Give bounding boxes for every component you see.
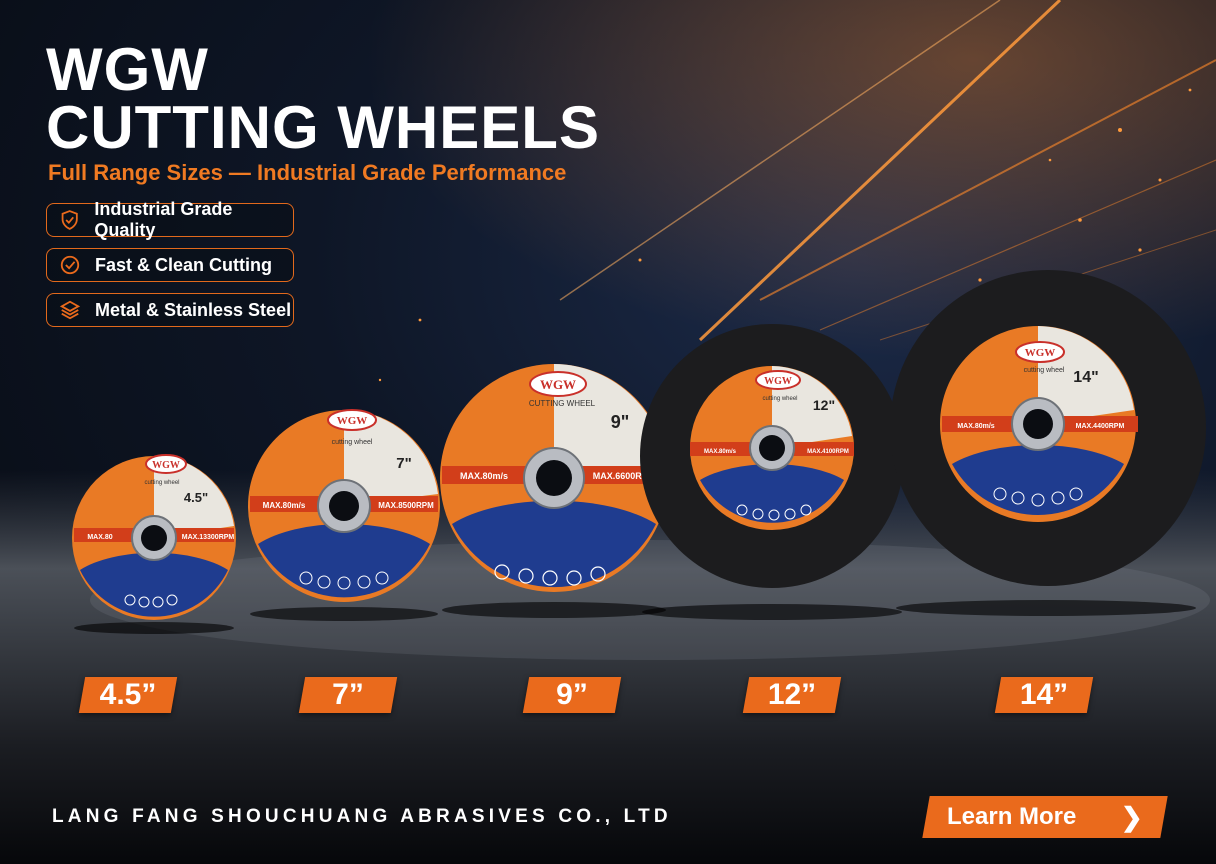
wheel-size-text: 4.5" xyxy=(184,490,208,505)
wheel-logo xyxy=(755,370,801,390)
feature-industrial-grade: Industrial Grade Quality xyxy=(46,199,294,240)
spark xyxy=(418,318,422,322)
wheel-white-sector xyxy=(154,456,234,538)
wheel-logo xyxy=(145,454,187,474)
learn-more-label: Learn More xyxy=(947,803,1077,830)
wheel-max-speed: MAX.80m/s xyxy=(460,471,508,481)
light-streak xyxy=(819,159,1216,331)
wheel-rpm: MAX.4100RPM xyxy=(807,449,849,455)
wheel-14: WGW cutting wheel 14" MAX.80m/s MAX.4400… xyxy=(890,270,1206,616)
wheel-blue-band xyxy=(452,500,656,588)
wheel-hole xyxy=(759,435,785,461)
feature-label: Fast & Clean Cutting xyxy=(95,254,273,275)
spark xyxy=(978,278,982,282)
spark xyxy=(1158,178,1162,182)
wheel-white-sector xyxy=(554,364,666,478)
wheel-rpm: MAX.13300RPM xyxy=(182,534,235,541)
wheel-max-speed: MAX.80m/s xyxy=(704,449,737,455)
light-streak xyxy=(698,0,1062,342)
shield-check-icon xyxy=(61,210,78,230)
spark xyxy=(1118,128,1122,132)
safety-icons xyxy=(736,504,812,521)
wheel-brand: WGW xyxy=(540,377,576,392)
company-name: LANG FANG SHOUCHUANG ABRASIVES CO., LTD xyxy=(52,806,672,827)
wheel-type: cutting wheel xyxy=(332,439,373,446)
spark xyxy=(1048,158,1052,162)
wheel-size-text: 9" xyxy=(611,412,630,432)
feature-label: Metal & Stainless Steel xyxy=(95,299,292,320)
wheel-hole xyxy=(329,491,359,521)
wheel-logo xyxy=(529,371,587,397)
feature-fast-cutting: Fast & Clean Cutting xyxy=(46,248,294,282)
light-streak xyxy=(759,59,1216,301)
wheel-type: cutting wheel xyxy=(144,480,179,486)
check-circle-icon xyxy=(60,255,80,275)
wheel-shadow xyxy=(442,602,666,618)
wheel-brand: WGW xyxy=(337,415,368,427)
wheel-4-5: WGW cutting wheel 4.5" MAX.80 MAX.13300R… xyxy=(72,454,236,634)
size-label-9: 9” xyxy=(522,677,622,713)
subtitle: Full Range Sizes — Industrial Grade Perf… xyxy=(48,160,567,185)
wheel-logo xyxy=(327,409,377,431)
wheel-shadow xyxy=(250,607,438,621)
wheel-size-text: 7" xyxy=(396,455,411,472)
wheel-hole xyxy=(536,460,572,496)
layers-icon xyxy=(59,300,81,320)
wheel-logo xyxy=(1015,341,1065,363)
wheel-max-speed: MAX.80 xyxy=(87,534,112,541)
size-label-text: 14” xyxy=(1019,678,1069,711)
wheel-hole xyxy=(1023,409,1053,439)
spark xyxy=(1078,218,1082,222)
size-label-4-5: 4.5” xyxy=(78,677,178,713)
wheel-brand: WGW xyxy=(152,460,180,471)
spark xyxy=(638,258,642,262)
wheel-size-text: 14" xyxy=(1073,369,1098,386)
wheel-rpm: MAX.6600RPM xyxy=(593,471,656,481)
wheel-max-speed: MAX.80m/s xyxy=(263,501,306,510)
wheel-12: WGW cutting wheel 12" MAX.80m/s MAX.4100… xyxy=(640,324,904,620)
wheel-size-text: 12" xyxy=(813,397,835,413)
headline: CUTTING WHEELS xyxy=(46,94,600,161)
wheel-brand: WGW xyxy=(1025,347,1056,359)
wheel-shadow xyxy=(642,604,902,620)
chevron-right-icon: ❯ xyxy=(1120,801,1143,832)
learn-more-button[interactable]: Learn More ❯ xyxy=(922,796,1168,838)
spark xyxy=(1138,248,1142,252)
size-label-text: 9” xyxy=(556,678,588,711)
wheel-9: WGW CUTTING WHEEL 9" MAX.80m/s MAX.6600R… xyxy=(440,364,668,618)
wheel-type: CUTTING WHEEL xyxy=(529,399,596,408)
wheel-type: cutting wheel xyxy=(762,396,797,402)
size-label-text: 12” xyxy=(767,678,817,711)
size-label-text: 7” xyxy=(332,678,364,711)
wheel-blue-band xyxy=(80,552,228,617)
wheel-type: cutting wheel xyxy=(1024,367,1065,374)
feature-label: Industrial Grade Quality xyxy=(94,199,233,240)
safety-icons xyxy=(494,564,606,586)
size-label-14: 14” xyxy=(994,677,1094,713)
wheel-shadow xyxy=(896,600,1196,616)
safety-icons xyxy=(124,594,178,608)
wheel-blue-band xyxy=(258,523,430,598)
brand-title: WGW xyxy=(46,36,209,103)
wheel-blue-band xyxy=(700,464,844,523)
spark xyxy=(1188,88,1192,92)
safety-icons xyxy=(993,487,1083,507)
wheel-max-speed: MAX.80m/s xyxy=(957,423,994,430)
light-streak xyxy=(559,0,1001,301)
size-label-12: 12” xyxy=(742,677,842,713)
wheel-shadow xyxy=(74,622,234,634)
size-label-7: 7” xyxy=(298,677,398,713)
spark xyxy=(378,378,382,382)
wheel-7: WGW cutting wheel 7" MAX.80m/s MAX.8500R… xyxy=(248,409,440,621)
wheel-rpm: MAX.4400RPM xyxy=(1076,423,1125,430)
wheel-white-sector xyxy=(344,410,438,506)
wheel-brand: WGW xyxy=(764,376,792,387)
wheel-rpm: MAX.8500RPM xyxy=(378,501,434,510)
feature-metal-stainless: Metal & Stainless Steel xyxy=(46,293,294,327)
wheel-hole xyxy=(141,525,167,551)
safety-icons xyxy=(299,571,389,590)
size-label-text: 4.5” xyxy=(99,678,157,711)
